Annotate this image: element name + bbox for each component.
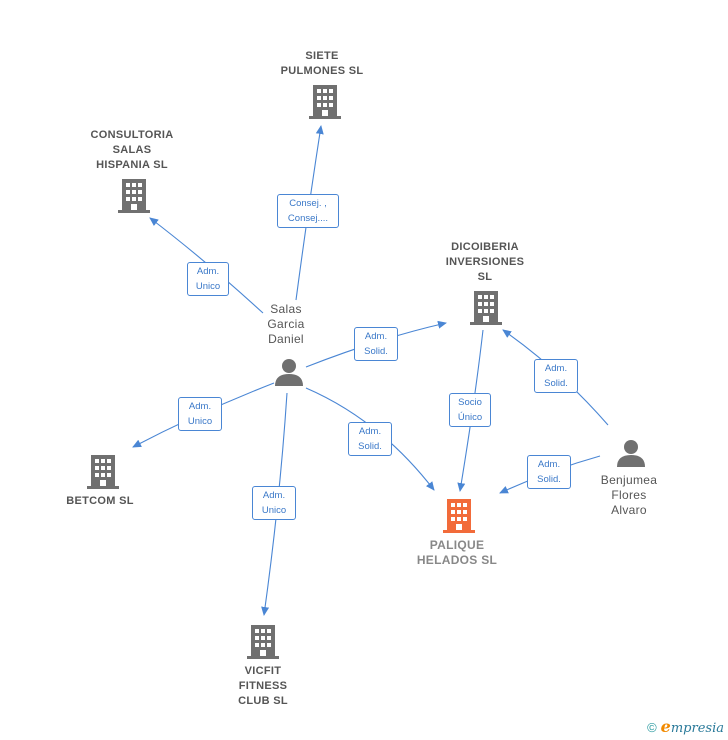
company-label-palique-helados[interactable]: PALIQUE HELADOS SL [397,538,517,568]
edge-label-benjumea-dicoiberia[interactable]: Adm. Solid. [534,359,578,393]
label-line: HELADOS SL [416,553,498,567]
edge-label-line: Consej.... [287,213,329,224]
edge-label-line: Adm. [537,459,561,470]
label-line: SALAS [112,144,152,156]
company-label-dicoiberia[interactable]: DICOIBERIA INVERSIONES SL [425,240,545,285]
edge-label-salas-consultoria[interactable]: Adm. Unico [187,262,229,296]
empresia-credit[interactable]: ©empresia [647,717,724,736]
edge-label-line: Unico [261,505,287,516]
label-line: FITNESS [238,680,288,692]
person-icon[interactable] [274,357,304,387]
building-icon[interactable] [246,624,280,660]
company-label-consultoria-salas[interactable]: CONSULTORIA SALAS HISPANIA SL [72,128,192,173]
company-label-vicfit[interactable]: VICFIT FITNESS CLUB SL [203,664,323,709]
label-line: SL [477,271,493,283]
brand-name: mpresia [670,721,724,736]
edge-label-line: Adm. [262,490,286,501]
label-line: VICFIT [244,665,282,677]
label-line: CLUB SL [238,695,288,707]
edge-label-line: Adm. [358,426,382,437]
label-line: PALIQUE [429,538,485,552]
label-line: BETCOM SL [66,495,134,507]
person-label-salas-garcia[interactable]: Salas Garcia Daniel [246,302,326,347]
label-line: CONSULTORIA [90,129,174,141]
edge-label-line: Adm. [544,363,568,374]
building-icon[interactable] [86,454,120,490]
edge-label-line: Consej. , [289,198,327,209]
edge-label-line: Adm. [188,401,212,412]
label-line: PULMONES SL [280,65,364,77]
brand-initial: e [660,717,671,736]
label-line: Flores [611,488,647,502]
company-label-betcom[interactable]: BETCOM SL [40,494,160,509]
edge-label-line: Solid. [364,346,388,357]
edge-label-salas-palique[interactable]: Adm. Solid. [348,422,392,456]
label-line: Salas [270,302,302,316]
building-icon-highlighted[interactable] [442,498,476,534]
label-line: INVERSIONES [445,256,525,268]
edge-label-salas-siete[interactable]: Consej. , Consej.... [277,194,339,228]
label-line: Benjumea [600,473,658,487]
edge-label-line: Unico [195,281,221,292]
edge-label-salas-vicfit[interactable]: Adm. Unico [252,486,296,520]
edge-label-line: Solid. [544,378,568,389]
edge-label-line: Unico [187,416,213,427]
label-line: DICOIBERIA [451,241,519,253]
edge-label-dicoiberia-palique[interactable]: Socio Único [449,393,491,427]
edge-label-benjumea-palique[interactable]: Adm. Solid. [527,455,571,489]
copyright-icon: © [647,720,657,735]
edge-label-line: Adm. [196,266,220,277]
person-icon[interactable] [616,438,646,468]
person-label-benjumea-flores[interactable]: Benjumea Flores Alvaro [589,473,669,518]
label-line: Garcia [267,317,305,331]
building-icon[interactable] [117,178,151,214]
building-icon[interactable] [308,84,342,120]
edge-label-salas-betcom[interactable]: Adm. Unico [178,397,222,431]
edge-label-line: Solid. [537,474,561,485]
label-line: SIETE [305,50,339,62]
edge-label-line: Solid. [358,441,382,452]
label-line: HISPANIA SL [96,159,168,171]
building-icon[interactable] [469,290,503,326]
label-line: Daniel [268,332,304,346]
edge-label-line: Socio [458,397,482,408]
company-label-siete-pulmones[interactable]: SIETE PULMONES SL [262,49,382,79]
edge-label-line: Único [457,412,483,423]
edge-label-salas-dicoiberia[interactable]: Adm. Solid. [354,327,398,361]
edge-label-line: Adm. [364,331,388,342]
label-line: Alvaro [611,503,647,517]
